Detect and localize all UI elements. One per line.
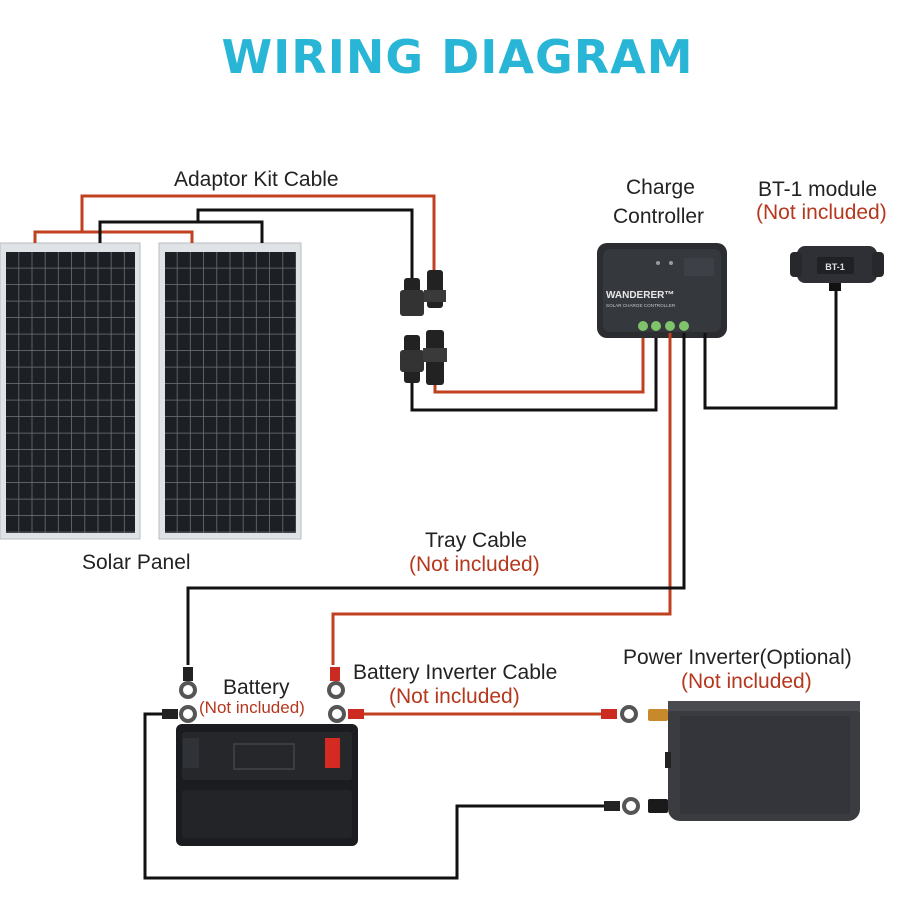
bt1-not-included-label: (Not included) — [756, 201, 887, 224]
mc4-connector-icon — [400, 270, 446, 316]
controller-subtitle: SOLAR CHARGE CONTROLLER — [606, 303, 676, 308]
terminal-sleeves — [162, 667, 620, 811]
bt1-module-label: BT-1 module — [758, 178, 878, 201]
ring-terminal-icon — [179, 681, 640, 815]
battery-inverter-cable-label: Battery Inverter Cable — [353, 661, 558, 684]
solar-panel-label: Solar Panel — [82, 551, 191, 574]
mc4-connector-icon — [400, 330, 447, 385]
power-inverter-icon — [648, 701, 860, 821]
inverter-not-included-label: (Not included) — [681, 670, 812, 693]
bt1-badge: BT-1 — [825, 262, 845, 272]
charge-controller-icon — [597, 243, 727, 338]
charge-controller-label-2: Controller — [613, 205, 705, 228]
power-inverter-label: Power Inverter(Optional) — [623, 646, 852, 669]
adaptor-kit-wires — [33, 194, 436, 278]
controller-to-battery-wires — [186, 290, 838, 665]
charge-controller-label: Charge — [626, 176, 695, 199]
battery-inverter-wires — [143, 712, 604, 880]
battery-icon — [176, 724, 358, 846]
page-title: WIRING DIAGRAM — [221, 30, 694, 84]
battery-not-included-label: (Not included) — [199, 698, 305, 717]
solar-panel-icon — [0, 242, 141, 540]
bt1-module-icon — [790, 246, 884, 291]
tray-not-included-label: (Not included) — [409, 553, 540, 576]
controller-brand: WANDERER™ — [606, 290, 674, 301]
tray-cable-label: Tray Cable — [425, 529, 527, 552]
battery-label: Battery — [223, 676, 290, 699]
bic-not-included-label: (Not included) — [389, 685, 520, 708]
panel-to-controller-wires — [410, 333, 658, 412]
solar-panel-icon — [158, 242, 302, 540]
adaptor-kit-cable-label: Adaptor Kit Cable — [174, 168, 339, 191]
